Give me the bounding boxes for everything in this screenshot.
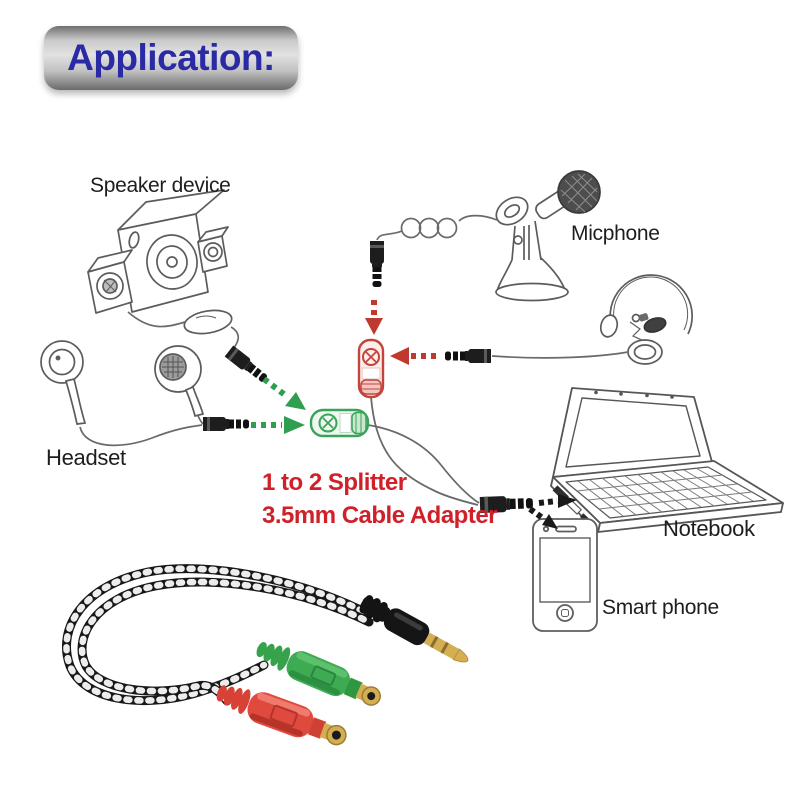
product-cable bbox=[62, 564, 377, 706]
headset-with-mic-icon bbox=[491, 274, 693, 365]
application-title-badge: Application: bbox=[44, 26, 298, 90]
micphone-label: Micphone bbox=[571, 222, 660, 245]
page-title: Application: bbox=[67, 37, 275, 78]
smart-phone-label: Smart phone bbox=[602, 596, 719, 619]
notebook-label: Notebook bbox=[663, 516, 755, 541]
earbuds-icon bbox=[40, 340, 205, 447]
smartphone-icon bbox=[532, 518, 598, 632]
arrow-headset-to-audio-jack-icon bbox=[251, 416, 305, 434]
splitter-cable-photo bbox=[62, 564, 469, 746]
arrow-headsetmic-to-mic-jack-icon bbox=[390, 347, 436, 365]
headset-label: Headset bbox=[46, 445, 126, 470]
headset-plug-icon bbox=[203, 417, 249, 431]
speaker-system-icon bbox=[87, 189, 239, 352]
product-red-jack bbox=[216, 685, 347, 746]
arrow-speaker-to-audio-jack-icon bbox=[262, 376, 306, 410]
speaker-plug-icon bbox=[224, 345, 270, 385]
product-green-jack bbox=[256, 641, 381, 706]
splitter-cables bbox=[367, 396, 480, 506]
arrow-splitter-to-phone-icon bbox=[528, 506, 558, 529]
mic-jack-connector-icon bbox=[357, 338, 385, 399]
splitter-caption-line2: 3.5mm Cable Adapter bbox=[262, 502, 498, 529]
splitter-caption: 1 to 2 Splitter 3.5mm Cable Adapter bbox=[262, 466, 498, 532]
laptop-icon bbox=[550, 387, 784, 533]
audio-jack-connector-icon bbox=[309, 408, 370, 438]
splitter-caption-line1: 1 to 2 Splitter bbox=[262, 469, 407, 496]
desktop-microphone-icon bbox=[376, 170, 601, 302]
mic-plug-icon bbox=[370, 241, 384, 287]
volume-pod-icon bbox=[183, 309, 233, 335]
headset-mic-plug-icon bbox=[445, 349, 491, 363]
product-plug bbox=[359, 595, 469, 663]
arrow-mic-to-mic-jack-icon bbox=[365, 300, 383, 335]
speaker-device-label: Speaker device bbox=[90, 174, 231, 197]
arrow-splitter-to-notebook-icon bbox=[538, 494, 577, 508]
